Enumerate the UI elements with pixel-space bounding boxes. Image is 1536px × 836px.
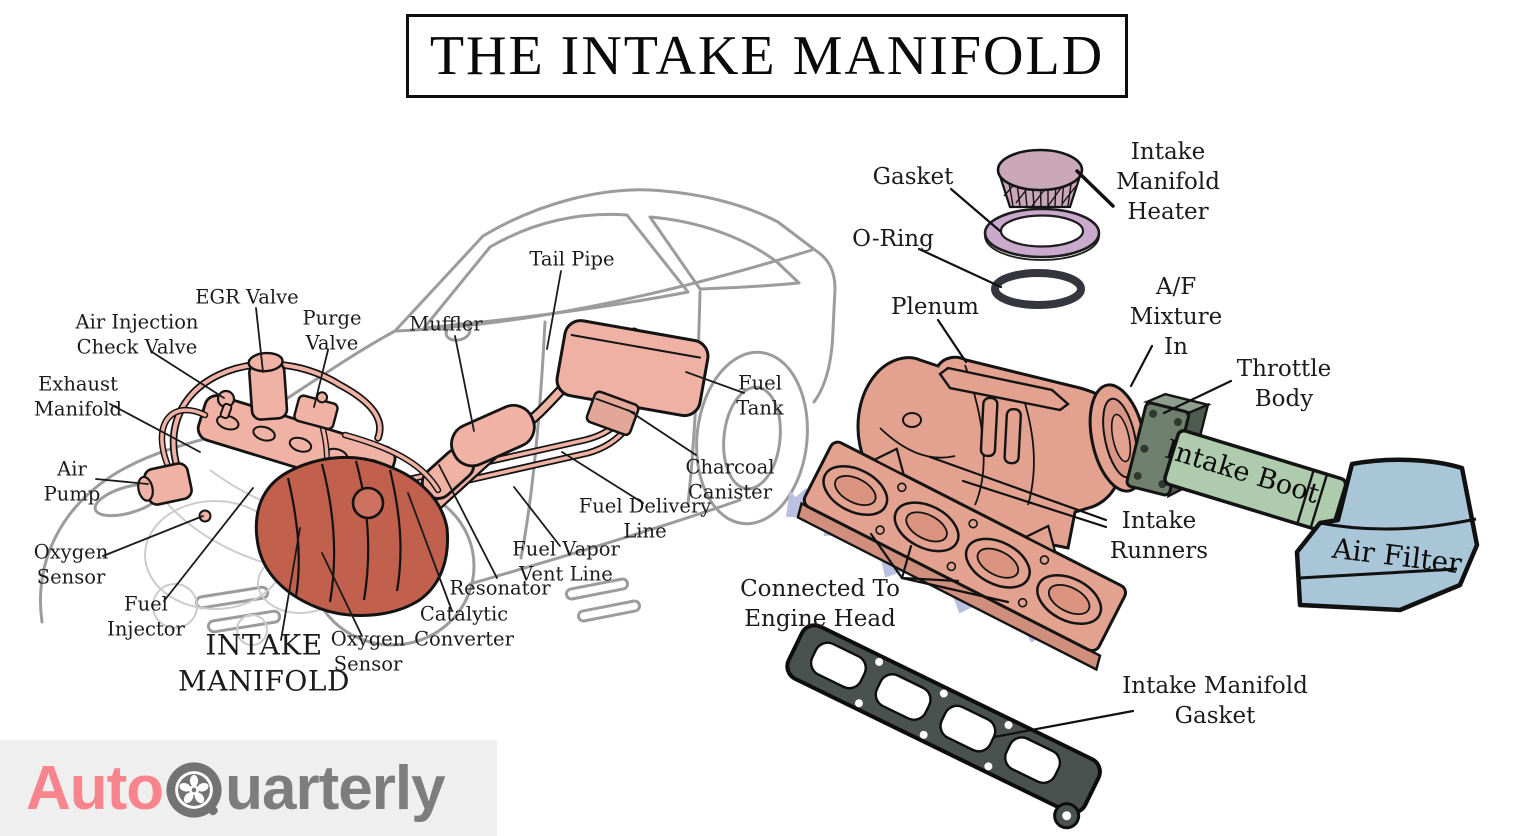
oxygen-sensor-front-part	[198, 509, 212, 523]
car-illustration	[39, 188, 837, 647]
air-pump-part	[137, 462, 193, 506]
exploded-leader-lines	[869, 169, 1233, 739]
muffler-part	[450, 403, 536, 468]
brand-logo: Auto uarterly	[0, 740, 497, 836]
page-title: THE INTAKE MANIFOLD	[406, 14, 1128, 98]
rear-wheel	[695, 350, 809, 526]
purge-valve-part	[293, 391, 339, 431]
logo-text-auto: Auto	[26, 753, 164, 823]
manifold-flange-part	[796, 440, 1128, 672]
o-ring-part	[991, 269, 1085, 309]
engine-head-gasket-part	[785, 623, 1102, 830]
intake-manifold-engine-part	[254, 456, 450, 617]
air-filter-part	[1294, 457, 1480, 613]
car-leader-lines	[95, 270, 745, 641]
air-injection-check-valve-part	[216, 389, 236, 420]
intake-manifold-heater-part	[996, 148, 1084, 209]
gasket-ring-part	[983, 207, 1101, 261]
intake-boot-part	[1163, 428, 1348, 535]
charcoal-canister-part	[585, 390, 640, 437]
logo-text-quarterly: uarterly	[225, 753, 445, 823]
egr-valve-part	[247, 351, 289, 421]
wheel-q-icon	[166, 762, 222, 818]
exploded-illustration	[785, 148, 1480, 830]
car-body-outline	[39, 188, 837, 634]
